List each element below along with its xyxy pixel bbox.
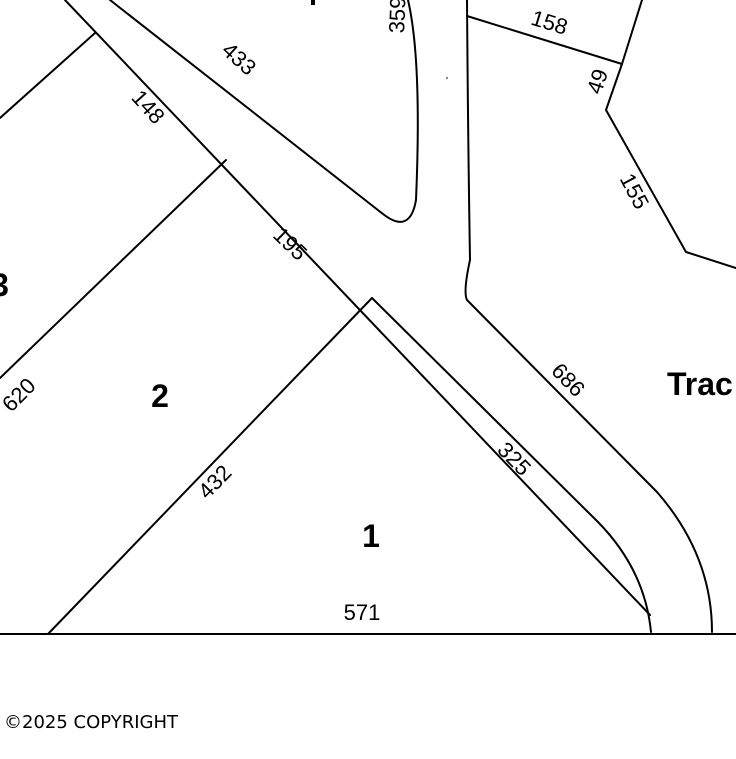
copyright-notice: ©2025 COPYRIGHT xyxy=(4,712,179,733)
lot-line-620 xyxy=(0,159,227,379)
dimension-155: 155 xyxy=(615,169,654,213)
dimension-432: 432 xyxy=(193,460,236,504)
lot-label-3: 3 xyxy=(0,267,9,303)
lot-label-2: 2 xyxy=(151,378,169,414)
dimension-433: 433 xyxy=(217,37,261,80)
lot-line-158 xyxy=(466,15,623,65)
tract-label: Trac xyxy=(667,366,733,402)
lot-line-148 xyxy=(0,32,96,119)
dimension-686: 686 xyxy=(546,358,589,402)
dimension-158: 158 xyxy=(528,5,570,40)
road-upper-edge xyxy=(109,0,419,223)
dimension-325: 325 xyxy=(492,437,535,481)
dimension-620: 620 xyxy=(0,373,41,417)
lot-line-432 xyxy=(47,297,373,635)
dimension-359: 359 xyxy=(384,0,410,34)
road-left-edge xyxy=(64,0,651,616)
road-left-curve xyxy=(371,297,652,633)
road-right-edge xyxy=(464,0,713,633)
dimension-571: 571 xyxy=(344,600,381,625)
dimension-148: 148 xyxy=(127,85,170,129)
tract-boundary xyxy=(605,0,736,269)
lot-label-1: 1 xyxy=(362,518,380,554)
dimension-49: 49 xyxy=(582,66,613,97)
dimension-195: 195 xyxy=(268,222,312,265)
